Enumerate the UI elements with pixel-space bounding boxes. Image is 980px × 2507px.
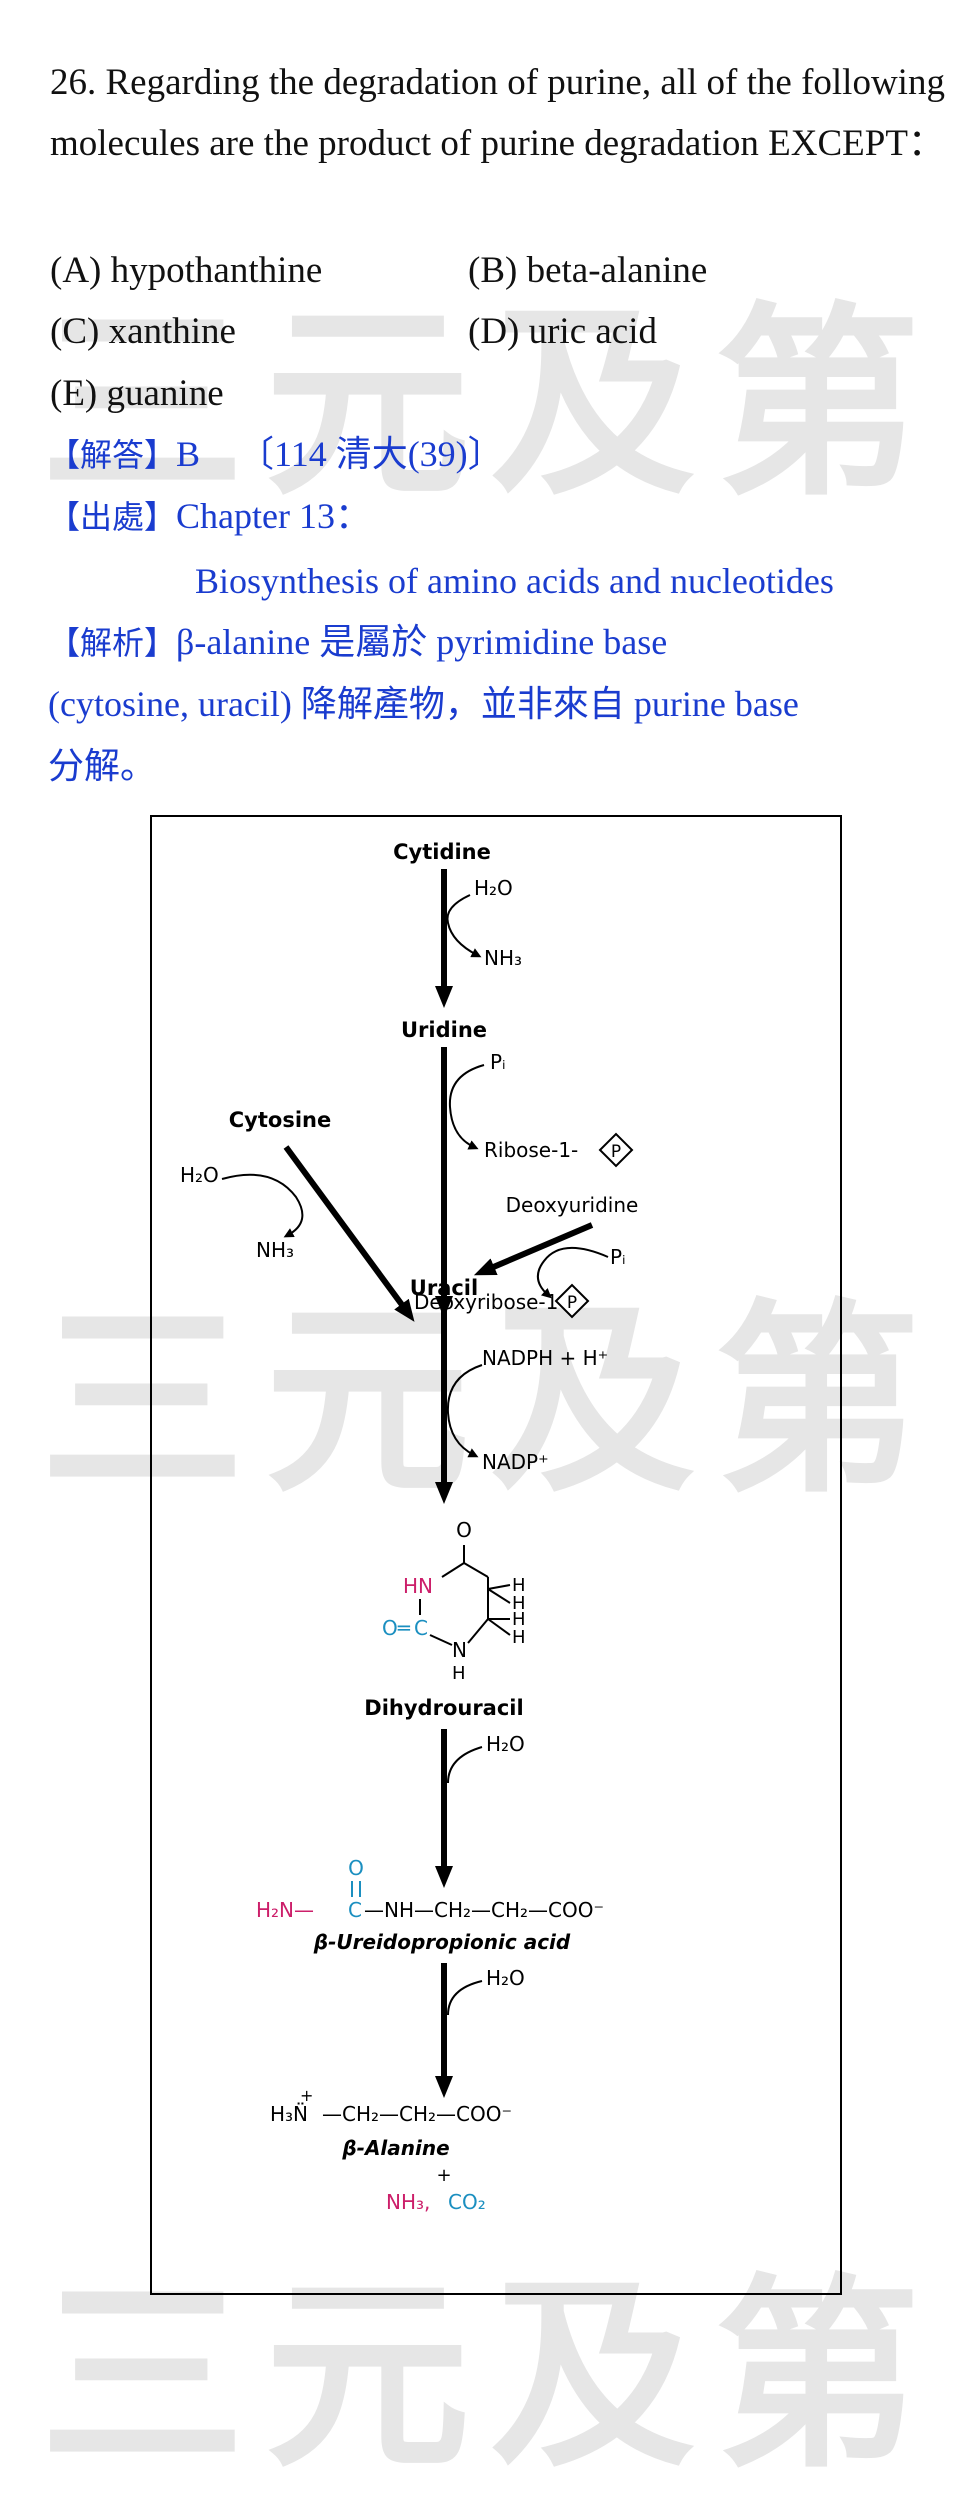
h2o-label-2: H₂O: [180, 1163, 219, 1187]
h2o-label-3: H₂O: [486, 1732, 525, 1756]
phosphate-icon-2: P: [554, 1283, 590, 1319]
answer-value: B: [176, 434, 201, 474]
analysis-line-1: 【解析】β-alanine 是屬於 pyrimidine base: [48, 612, 667, 674]
svg-text:H: H: [512, 1575, 526, 1596]
dihydrouracil-label: Dihydrouracil: [364, 1696, 523, 1720]
deoxyribose-label: Deoxyribose-1-: [414, 1290, 566, 1314]
origin-chapter: Chapter 13：: [176, 496, 371, 536]
uridine-label: Uridine: [401, 1018, 487, 1042]
curve-deoxyuridine: [537, 1246, 609, 1299]
alanine-label: β-Alanine: [341, 2136, 449, 2160]
ring-c-oxygen: O═: [382, 1616, 411, 1640]
answer-line: 【解答】B 〔114 清大(39)〕: [48, 424, 504, 486]
option-e: (E) guanine: [50, 373, 224, 414]
svg-text:O: O: [348, 1856, 364, 1880]
pathway-figure: Cytidine H₂O NH₃ Uridine Pᵢ Ribose-1- P …: [150, 815, 842, 2295]
ring-nh: H: [452, 1663, 466, 1684]
svg-text:H: H: [512, 1627, 526, 1648]
pi-label-1: Pᵢ: [490, 1050, 506, 1074]
final-nh3: NH₃,: [386, 2190, 430, 2214]
ureidopropionic-structure: O H₂N— C —NH—CH₂—CH₂—COO⁻: [256, 1856, 604, 1922]
curve-cytidine: [446, 894, 482, 958]
ring-oxygen-top: O: [456, 1518, 472, 1542]
nadp-label: NADP⁺: [482, 1450, 549, 1474]
arrow-cytosine-uracil: [283, 1145, 415, 1322]
uracil-label: Uracil: [410, 1276, 478, 1300]
analysis-text-1: β-alanine 是屬於 pyrimidine base: [176, 622, 668, 662]
cytosine-label: Cytosine: [229, 1108, 331, 1132]
h2o-label-1: H₂O: [474, 876, 513, 900]
origin-topic: Biosynthesis of amino acids and nucleoti…: [195, 561, 834, 601]
ribose-label: Ribose-1-: [484, 1138, 578, 1162]
final-co2: CO₂: [448, 2190, 486, 2214]
curve-uracil: [446, 1364, 483, 1458]
answer-tag: 【解答】: [48, 436, 177, 474]
svg-text:—CH₂—CH₂—COO⁻: —CH₂—CH₂—COO⁻: [322, 2102, 512, 2126]
pathway-diagram: Cytidine H₂O NH₃ Uridine Pᵢ Ribose-1- P …: [180, 840, 639, 2214]
option-a: (A) hypothanthine: [50, 250, 323, 291]
origin-line: 【出處】Chapter 13：: [48, 486, 371, 548]
option-c: (C) xanthine: [50, 311, 236, 352]
nh3-label-2: NH₃: [256, 1238, 294, 1262]
dihydrouracil-structure: O HN O═ C N H H H H H: [382, 1518, 526, 1684]
phosphate-icon-1: P: [598, 1132, 634, 1168]
nh3-label-1: NH₃: [484, 946, 522, 970]
question-text: 26. Regarding the degradation of purine,…: [50, 62, 945, 164]
arrow-deoxyuridine-uracil: [473, 1222, 594, 1276]
deoxyuridine-label: Deoxyuridine: [506, 1193, 639, 1217]
svg-text:H: H: [512, 1609, 526, 1630]
curve-ureido: [447, 1980, 483, 2016]
ring-hn: HN: [403, 1574, 433, 1598]
curve-uridine: [448, 1064, 485, 1150]
svg-text:H₃N̈: H₃N̈: [270, 2102, 308, 2126]
option-d: (D) uric acid: [468, 311, 658, 352]
ureidopropionic-label: β-Ureidopropionic acid: [313, 1930, 571, 1954]
plus-sign: +: [436, 2165, 451, 2186]
svg-text:P: P: [567, 1293, 577, 1313]
h2o-label-4: H₂O: [486, 1966, 525, 1990]
answer-source: 〔114 清大(39)〕: [238, 434, 504, 474]
curve-dihydrouracil: [447, 1746, 483, 1784]
analysis-line-2: (cytosine, uracil) 降解產物，並非來自 purine base: [48, 684, 799, 724]
analysis-tag: 【解析】: [48, 624, 177, 662]
pi-label-2: Pᵢ: [610, 1245, 626, 1269]
origin-tag: 【出處】: [48, 498, 177, 536]
svg-text:C: C: [348, 1898, 362, 1922]
analysis-line-3: 分解。: [48, 746, 157, 786]
curve-cytosine: [221, 1173, 304, 1238]
svg-text:H₂N—: H₂N—: [256, 1898, 314, 1922]
svg-text:+: +: [300, 2086, 313, 2105]
ring-n: N: [452, 1638, 467, 1662]
nadph-label: NADPH + H⁺: [482, 1346, 608, 1370]
svg-text:P: P: [611, 1142, 621, 1162]
svg-text:H: H: [512, 1593, 526, 1614]
option-b: (B) beta-alanine: [468, 250, 708, 291]
cytidine-label: Cytidine: [393, 840, 491, 864]
ring-c: C: [414, 1616, 428, 1640]
svg-text:—NH—CH₂—CH₂—COO⁻: —NH—CH₂—CH₂—COO⁻: [364, 1898, 604, 1922]
alanine-structure: H₃N̈ + —CH₂—CH₂—COO⁻: [270, 2086, 512, 2126]
